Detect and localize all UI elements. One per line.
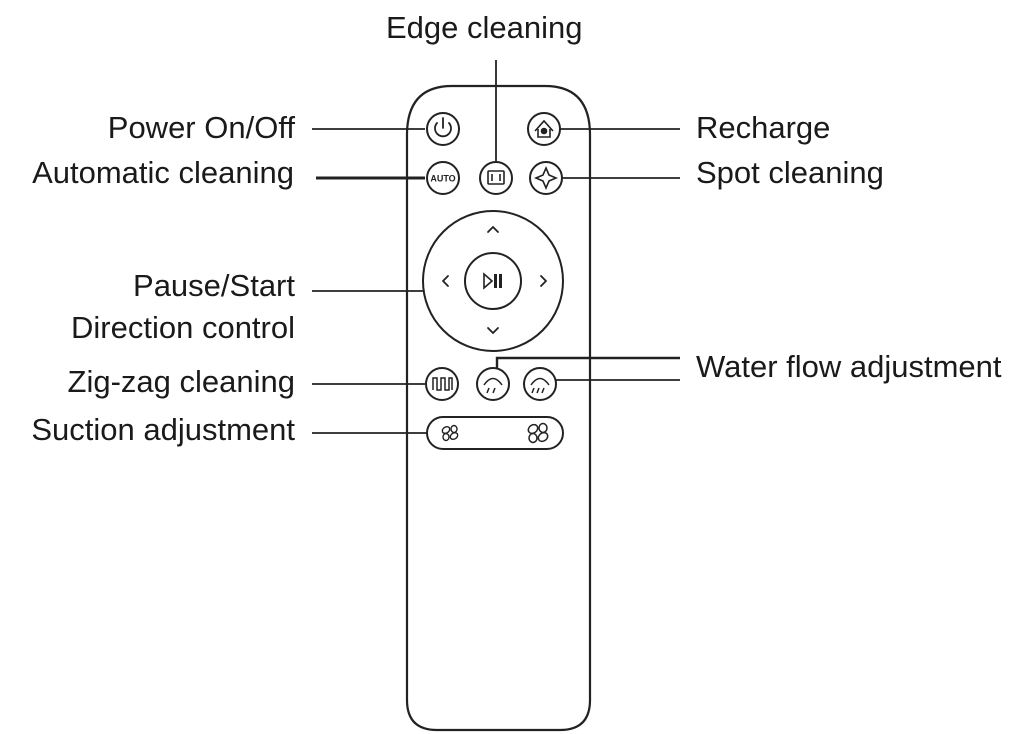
- arrow-right-icon[interactable]: [540, 275, 547, 287]
- label-pause-start: Pause/Start: [133, 268, 295, 303]
- water-flow-high-button[interactable]: [523, 367, 557, 401]
- label-edge-cleaning: Edge cleaning: [386, 10, 583, 45]
- arrow-up-icon[interactable]: [487, 226, 499, 233]
- label-power: Power On/Off: [107, 110, 295, 145]
- water-drops-icon: [530, 377, 550, 394]
- water-flow-low-button[interactable]: [476, 367, 510, 401]
- zigzag-button[interactable]: [425, 367, 459, 401]
- suction-button[interactable]: [426, 416, 564, 450]
- label-water-flow: Water flow adjustment: [696, 349, 1002, 384]
- label-recharge: Recharge: [696, 110, 831, 145]
- play-pause-icon: [483, 272, 502, 290]
- arrow-down-icon[interactable]: [487, 327, 499, 334]
- spot-cleaning-button[interactable]: [529, 161, 563, 195]
- fan-low-icon: [441, 424, 459, 442]
- label-auto-cleaning: Automatic cleaning: [32, 155, 294, 190]
- label-suction: Suction adjustment: [31, 412, 295, 447]
- water-drop-icon: [483, 377, 503, 394]
- leader-line-water-1: [495, 356, 680, 372]
- power-button[interactable]: [426, 112, 460, 146]
- label-zigzag: Zig-zag cleaning: [67, 364, 295, 399]
- edge-icon: [487, 170, 505, 185]
- spot-icon: [533, 165, 559, 191]
- edge-cleaning-button[interactable]: [479, 161, 513, 195]
- pause-start-button[interactable]: [464, 252, 522, 310]
- zigzag-icon: [432, 377, 453, 391]
- arrow-left-icon[interactable]: [442, 275, 449, 287]
- auto-button[interactable]: AUTO: [426, 161, 460, 195]
- label-spot-cleaning: Spot cleaning: [696, 155, 884, 190]
- home-icon: [534, 119, 554, 138]
- recharge-button[interactable]: [527, 112, 561, 146]
- auto-button-text: AUTO: [430, 174, 455, 184]
- fan-high-icon: [527, 422, 549, 444]
- power-icon: [434, 117, 452, 138]
- label-direction-control: Direction control: [71, 310, 295, 345]
